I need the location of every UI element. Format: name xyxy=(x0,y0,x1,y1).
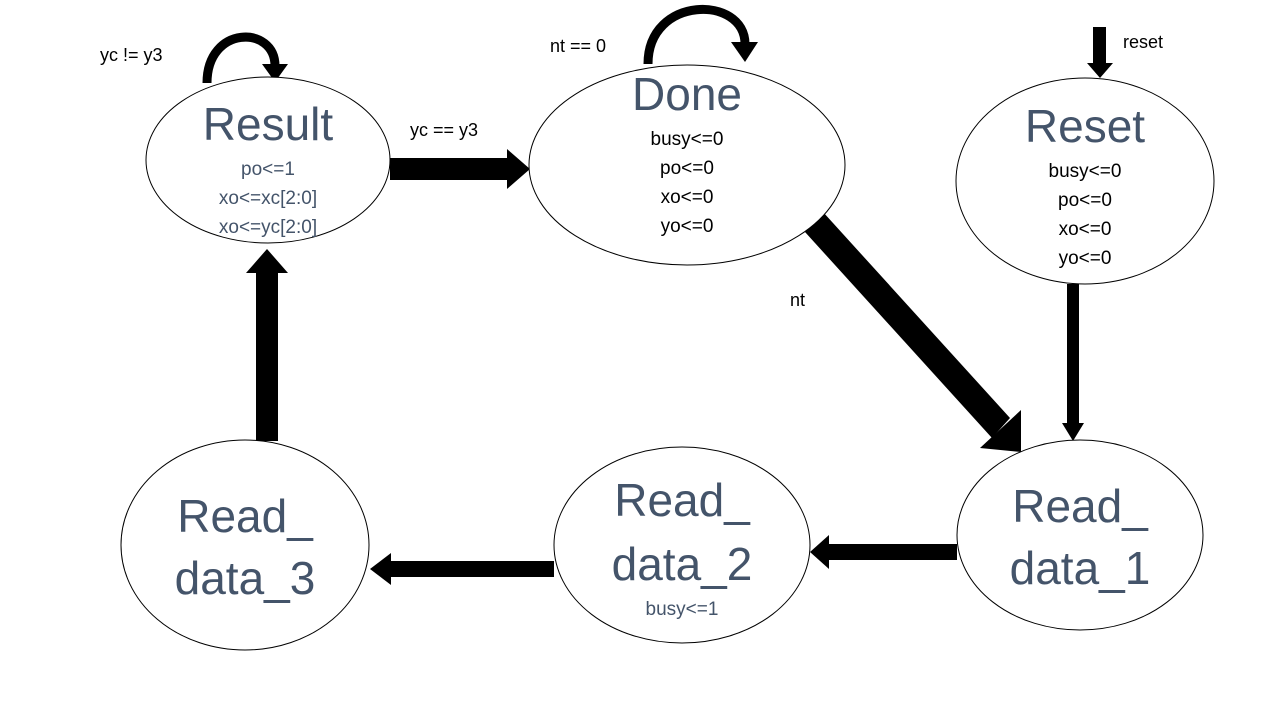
state-title-line: Read_ xyxy=(177,490,314,542)
state-action: xo<=xc[2:0] xyxy=(219,188,317,209)
state-action: busy<=0 xyxy=(1049,161,1122,182)
arrow-shaft xyxy=(828,544,957,560)
arrow-head xyxy=(731,42,758,62)
state-read-data-3: Read_ data_3 xyxy=(120,439,370,651)
state-action: busy<=0 xyxy=(651,129,724,150)
state-done: Done busy<=0 po<=0 xo<=0 yo<=0 xyxy=(528,64,846,266)
arrow-head xyxy=(810,535,829,569)
transition-done-to-read1 xyxy=(805,212,1021,452)
state-ellipse xyxy=(955,77,1215,285)
state-title-line: data_2 xyxy=(612,538,753,590)
state-ellipse xyxy=(120,439,370,651)
arrow-head xyxy=(507,149,530,189)
condition-reset-entry: reset xyxy=(1123,32,1163,52)
arrow-head xyxy=(370,553,391,585)
arrow-shaft xyxy=(256,272,278,441)
state-action: xo<=0 xyxy=(1059,219,1112,240)
state-title: Reset xyxy=(1025,100,1145,152)
state-title: Done xyxy=(632,68,742,120)
state-action: yo<=0 xyxy=(661,216,714,237)
arrow-shaft xyxy=(1067,284,1079,424)
state-result: Result po<=1 xo<=xc[2:0] xo<=yc[2:0] xyxy=(145,76,391,244)
transition-result-to-done xyxy=(390,149,530,189)
arrow-shaft xyxy=(390,158,508,180)
state-ellipse xyxy=(528,64,846,266)
state-action: xo<=0 xyxy=(661,187,714,208)
state-title-line: data_3 xyxy=(175,552,316,604)
transition-reset-to-read1 xyxy=(1062,284,1084,441)
state-action: xo<=yc[2:0] xyxy=(219,217,317,238)
transition-read1-to-read2 xyxy=(810,535,957,569)
arrow-shaft xyxy=(1093,27,1106,65)
loop-arc xyxy=(643,4,750,65)
condition-result-to-done: yc == y3 xyxy=(410,120,478,140)
condition-done-to-read1: nt xyxy=(790,290,805,310)
transition-result-self-loop xyxy=(202,32,288,84)
state-title: Result xyxy=(203,98,334,150)
state-read-data-2: Read_ data_2 busy<=1 xyxy=(553,446,811,644)
state-action: po<=1 xyxy=(241,159,295,180)
state-title-line: Read_ xyxy=(1012,480,1149,532)
arrow-head xyxy=(262,64,288,82)
state-reset: Reset busy<=0 po<=0 xo<=0 yo<=0 xyxy=(955,77,1215,285)
arrow-head xyxy=(246,249,288,273)
transition-read3-to-result xyxy=(246,249,288,441)
transition-reset-entry xyxy=(1087,27,1113,78)
state-read-data-1: Read_ data_1 xyxy=(956,439,1204,631)
arrow-head xyxy=(1087,63,1113,78)
state-action: busy<=1 xyxy=(646,599,719,620)
state-ellipse xyxy=(553,446,811,644)
state-title-line: data_1 xyxy=(1010,542,1151,594)
state-action: po<=0 xyxy=(1058,190,1112,211)
state-title-line: Read_ xyxy=(614,474,751,526)
state-action: po<=0 xyxy=(660,158,714,179)
transition-done-self-loop xyxy=(643,4,758,65)
arrow-shaft xyxy=(390,561,554,577)
state-ellipse xyxy=(956,439,1204,631)
transition-read2-to-read3 xyxy=(370,553,554,585)
condition-done-self: nt == 0 xyxy=(550,36,606,56)
arrow-shaft xyxy=(805,212,1010,438)
state-action: yo<=0 xyxy=(1059,248,1112,269)
condition-result-self: yc != y3 xyxy=(100,45,163,65)
arrow-head xyxy=(1062,423,1084,441)
state-ellipse xyxy=(145,76,391,244)
arrow-head xyxy=(980,410,1021,452)
loop-arc xyxy=(202,32,280,84)
